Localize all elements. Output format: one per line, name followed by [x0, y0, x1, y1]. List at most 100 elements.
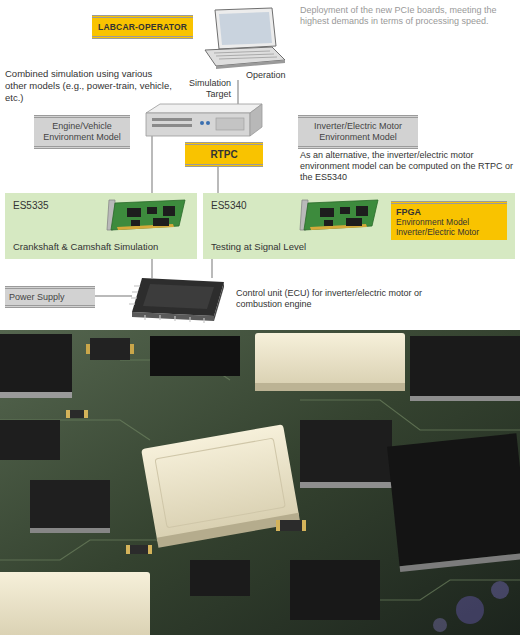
icon-label: Control unit (ECU) for inverter/electric… — [236, 288, 451, 311]
board-function: Testing at Signal Level — [211, 241, 507, 252]
box-label: Power Supply — [9, 292, 91, 302]
server-icon-part — [146, 113, 250, 136]
pcie-card-icon — [105, 198, 187, 234]
connector-line — [151, 259, 153, 278]
connector-line — [237, 80, 239, 104]
ecu-chip-part-part — [203, 318, 204, 323]
circuit-board-photo-part — [433, 618, 447, 632]
circuit-board-photo-part — [410, 336, 520, 396]
ecu-chip-part — [143, 284, 214, 309]
circuit-board-photo-part — [280, 520, 302, 531]
circuit-board-photo-part-part — [155, 438, 285, 528]
connector-line — [211, 259, 213, 278]
card-chip — [153, 218, 169, 226]
circuit-board-photo-part — [0, 334, 72, 392]
card-chip — [163, 206, 175, 216]
ecu-chip-part-part — [131, 297, 137, 298]
card-chip — [320, 208, 334, 217]
circuit-board-photo-part — [456, 596, 484, 624]
card-chip — [147, 207, 157, 214]
ecu-chip-part — [132, 278, 224, 316]
server-icon-part — [146, 104, 262, 113]
server-icon-part — [152, 124, 192, 127]
ecu-chip-part-part — [174, 316, 175, 321]
circuit-board-photo-part — [86, 344, 90, 354]
circuit-board-photo-part — [90, 338, 130, 360]
laptop-icon-part — [216, 54, 274, 56]
ecu-node: Control unit (ECU) for inverter/electric… — [132, 278, 225, 321]
circuit-board-photo-part-part — [0, 540, 160, 560]
circuit-board-photo-part — [130, 344, 134, 354]
circuit-board-photo-part — [148, 545, 152, 554]
circuit-board-photo-part — [126, 545, 130, 554]
card-part — [304, 200, 378, 230]
laptop-icon-part — [214, 51, 270, 53]
box-label: Engine/Vehicle Environment Model — [38, 121, 126, 143]
box-label: Inverter/Electric Motor Environment Mode… — [302, 121, 414, 143]
supply-box: Power Supply — [5, 286, 95, 308]
circuit-board-photo-part — [387, 433, 520, 572]
connector-line — [95, 295, 132, 297]
product-box: FPGAEnvironment Model Inverter/Electric … — [391, 201, 507, 240]
icon-label: Simulation Target — [181, 78, 231, 100]
circuit-board-photo-part — [0, 420, 60, 460]
circuit-board-photo-part — [70, 410, 84, 418]
ecu-chip-part-part — [159, 315, 160, 320]
card-chip — [127, 208, 141, 217]
box-title: FPGA — [396, 207, 502, 217]
box-title: RTPC — [191, 149, 257, 160]
ecu-chip-part-part — [144, 315, 145, 320]
circuit-board-photo-part-part — [387, 433, 520, 566]
server-node: Simulation Target — [146, 104, 262, 136]
circuit-board-photo-part-part — [157, 513, 301, 548]
product-box: RTPC — [185, 142, 263, 167]
board-name: ES5335 — [13, 200, 189, 211]
circuit-board-photo-part — [30, 480, 110, 528]
circuit-board-photo-part — [276, 520, 280, 531]
circuit-board-photo-part — [302, 520, 306, 531]
connector-line — [151, 136, 153, 193]
laptop-icon-part — [215, 8, 276, 49]
card-chip — [324, 220, 333, 226]
model-box: Inverter/Electric Motor Environment Mode… — [298, 115, 418, 149]
server-icon-part — [250, 104, 262, 136]
circuit-board-photo — [0, 330, 520, 635]
box-label: Environment Model Inverter/Electric Moto… — [396, 217, 502, 237]
board-function: Crankshaft & Camshaft Simulation — [13, 241, 189, 252]
circuit-board-photo-part-part — [400, 553, 520, 573]
ecu-chip-part-part — [129, 303, 135, 304]
caption-text: Deployment of the new PCIe boards, meeti… — [300, 5, 515, 28]
hardware-panel: ES5340Testing at Signal LevelFPGAEnviron… — [203, 193, 515, 259]
circuit-board-photo-part — [491, 581, 509, 599]
circuit-board-photo-part — [0, 392, 72, 398]
ecu-chip-part-part — [134, 285, 140, 286]
laptop-icon-part — [219, 12, 272, 45]
laptop-icon-part — [219, 57, 277, 59]
circuit-board-photo-part — [141, 424, 300, 547]
circuit-board-photo-part — [84, 410, 88, 418]
circuit-board-photo-part — [130, 545, 148, 554]
icon-label: Operation — [246, 70, 286, 80]
circuit-board-photo-part — [150, 336, 240, 376]
box-title: LABCAR-OPERATOR — [98, 22, 187, 32]
server-icon-part — [216, 118, 244, 130]
circuit-board-photo-part — [30, 528, 110, 533]
hardware-panel: ES5335Crankshaft & Camshaft Simulation — [5, 193, 197, 259]
circuit-board-photo-part — [0, 572, 150, 635]
server-icon-part — [200, 121, 204, 125]
circuit-board-photo-part — [300, 482, 392, 488]
circuit-board-photo-part — [255, 383, 405, 391]
server-icon-part — [152, 118, 192, 121]
circuit-board-photo-part — [410, 396, 520, 401]
laptop-icon-part — [216, 60, 285, 69]
card-chip — [356, 206, 368, 216]
ecu-chip-part-part — [132, 291, 138, 292]
circuit-board-photo-part — [66, 410, 70, 418]
circuit-board-photo-part — [290, 560, 380, 620]
note-text: As an alternative, the inverter/electric… — [300, 150, 515, 183]
ecu-chip-part — [129, 286, 204, 323]
product-box: LABCAR-OPERATOR — [92, 15, 193, 39]
ecu-chip-part-part — [189, 317, 190, 322]
